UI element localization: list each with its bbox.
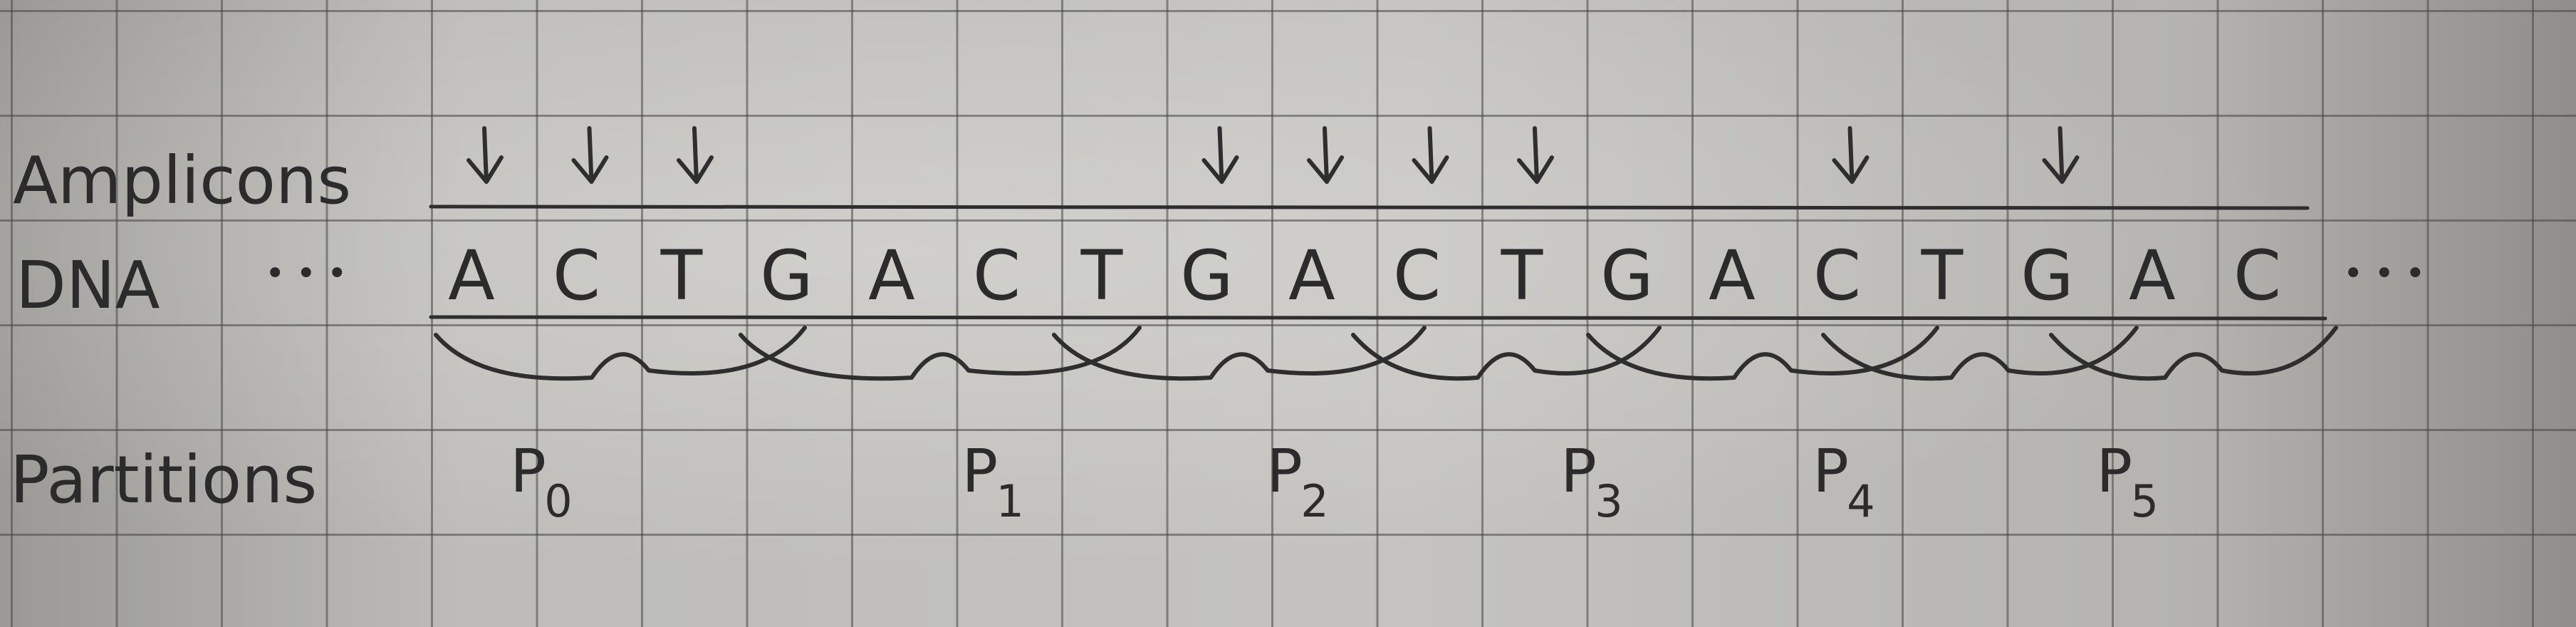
partition-subscript: 1 (996, 475, 1024, 527)
amplicon-arrow-icon (466, 126, 504, 184)
dna-base: G (1180, 236, 1233, 316)
partition-letter: P (2097, 436, 2133, 506)
partition-subscript: 5 (2131, 475, 2159, 527)
amplicon-arrow-icon (1307, 126, 1344, 184)
dna-base: A (1709, 236, 1756, 316)
dna-base: C (973, 236, 1021, 316)
partition-loop (1586, 326, 1939, 381)
partition-subscript: 3 (1595, 475, 1622, 527)
partition-letter: P (1266, 436, 1303, 506)
partition-letter: P (962, 436, 998, 506)
dna-base: A (2129, 236, 2176, 316)
partition-label-p0: P0 (510, 436, 572, 527)
partition-subscript: 2 (1300, 475, 1328, 527)
partition-loop (739, 326, 1142, 381)
amplicon-arrow-icon (1832, 126, 1870, 184)
bottom-rule (429, 315, 2327, 321)
dna-base: C (1393, 236, 1441, 316)
dna-base: G (2020, 236, 2073, 316)
dna-base: T (660, 236, 703, 316)
partitions-label: Partitions (10, 442, 317, 518)
leading-ellipsis: • • • (265, 254, 347, 294)
dna-base: G (1600, 236, 1653, 316)
trailing-ellipsis: • • • (2343, 254, 2425, 294)
dna-base: T (1921, 236, 1964, 316)
dna-base: A (448, 236, 495, 316)
amplicon-arrow-icon (1201, 126, 1239, 184)
partition-label-p3: P3 (1560, 436, 1622, 527)
partition-letter: P (1560, 436, 1597, 506)
amplicon-arrow-icon (677, 126, 714, 184)
amplicons-label: Amplicons (13, 142, 351, 219)
dna-label: DNA (16, 247, 160, 323)
dna-base: A (1288, 236, 1335, 316)
partition-label-p5: P5 (2097, 436, 2159, 527)
partition-loop (434, 326, 807, 381)
amplicon-arrow-icon (571, 126, 609, 184)
dna-base: T (1501, 236, 1543, 316)
partition-loop (1351, 326, 1662, 381)
dna-base: C (553, 236, 600, 316)
dna-base: C (1813, 236, 1861, 316)
amplicon-arrow-icon (2042, 126, 2080, 184)
amplicon-arrow-icon (1517, 126, 1554, 184)
partition-loop (1052, 326, 1427, 381)
dna-base: T (1080, 236, 1123, 316)
partition-label-p4: P4 (1813, 436, 1874, 527)
partition-subscript: 4 (1847, 475, 1874, 527)
partition-loop (2049, 326, 2338, 381)
dna-base: C (2233, 236, 2281, 316)
partition-label-p1: P1 (962, 436, 1024, 527)
partition-subscript: 0 (544, 475, 572, 527)
partition-loops (434, 326, 2338, 381)
partition-letter: P (510, 436, 546, 506)
dna-base: A (868, 236, 915, 316)
top-rule (429, 204, 2310, 210)
partition-letter: P (1813, 436, 1849, 506)
amplicon-arrow-icon (1412, 126, 1449, 184)
dna-base: G (760, 236, 813, 316)
partition-label-p2: P2 (1266, 436, 1328, 527)
amplicon-arrows (466, 126, 2080, 184)
